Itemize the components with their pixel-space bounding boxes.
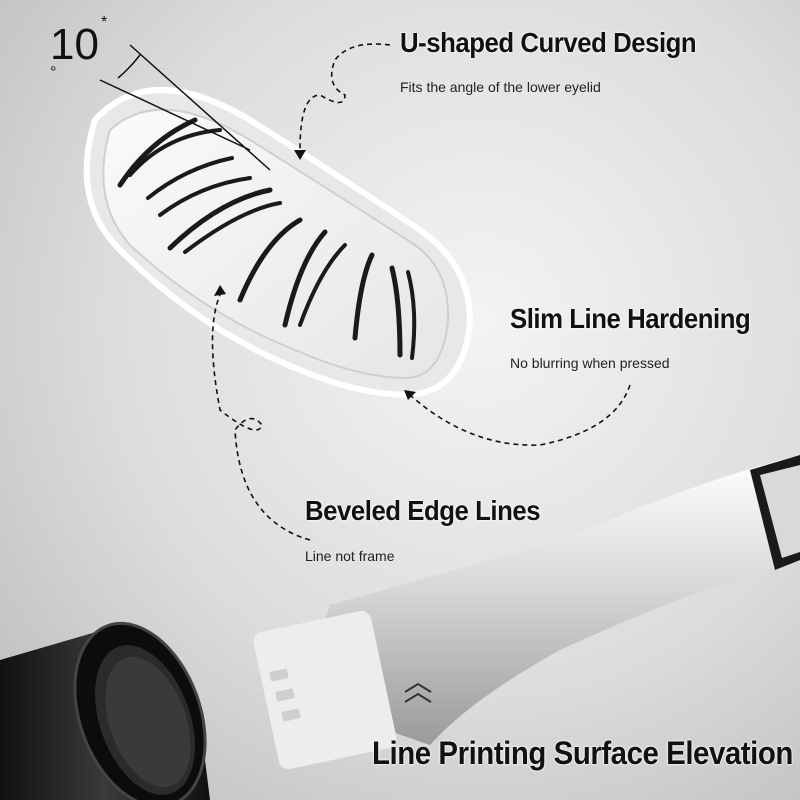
- feature-title-slim-line: Slim Line Hardening: [510, 303, 751, 334]
- feature-title-u-shaped: U-shaped Curved Design: [400, 27, 697, 58]
- angle-indicator: [99, 44, 271, 171]
- callout-arrows: [211, 43, 631, 541]
- lash-lines: [117, 117, 417, 360]
- stamp-head: [83, 87, 474, 399]
- angle-degree-mark: *°: [50, 14, 108, 81]
- angle-label: 10*°: [50, 14, 107, 120]
- arrowheads: [214, 150, 416, 400]
- feature-title-beveled-edge: Beveled Edge Lines: [305, 495, 541, 526]
- feature-subtitle-u-shaped: Fits the angle of the lower eyelid: [400, 79, 601, 95]
- feature-subtitle-slim-line: No blurring when pressed: [510, 355, 670, 371]
- feature-title-surface-elevation: Line Printing Surface Elevation: [372, 735, 793, 771]
- stamp-tool: [253, 455, 800, 770]
- angle-value: 10: [50, 20, 99, 69]
- feature-subtitle-beveled-edge: Line not frame: [305, 548, 395, 564]
- cleaning-jar: [0, 621, 210, 800]
